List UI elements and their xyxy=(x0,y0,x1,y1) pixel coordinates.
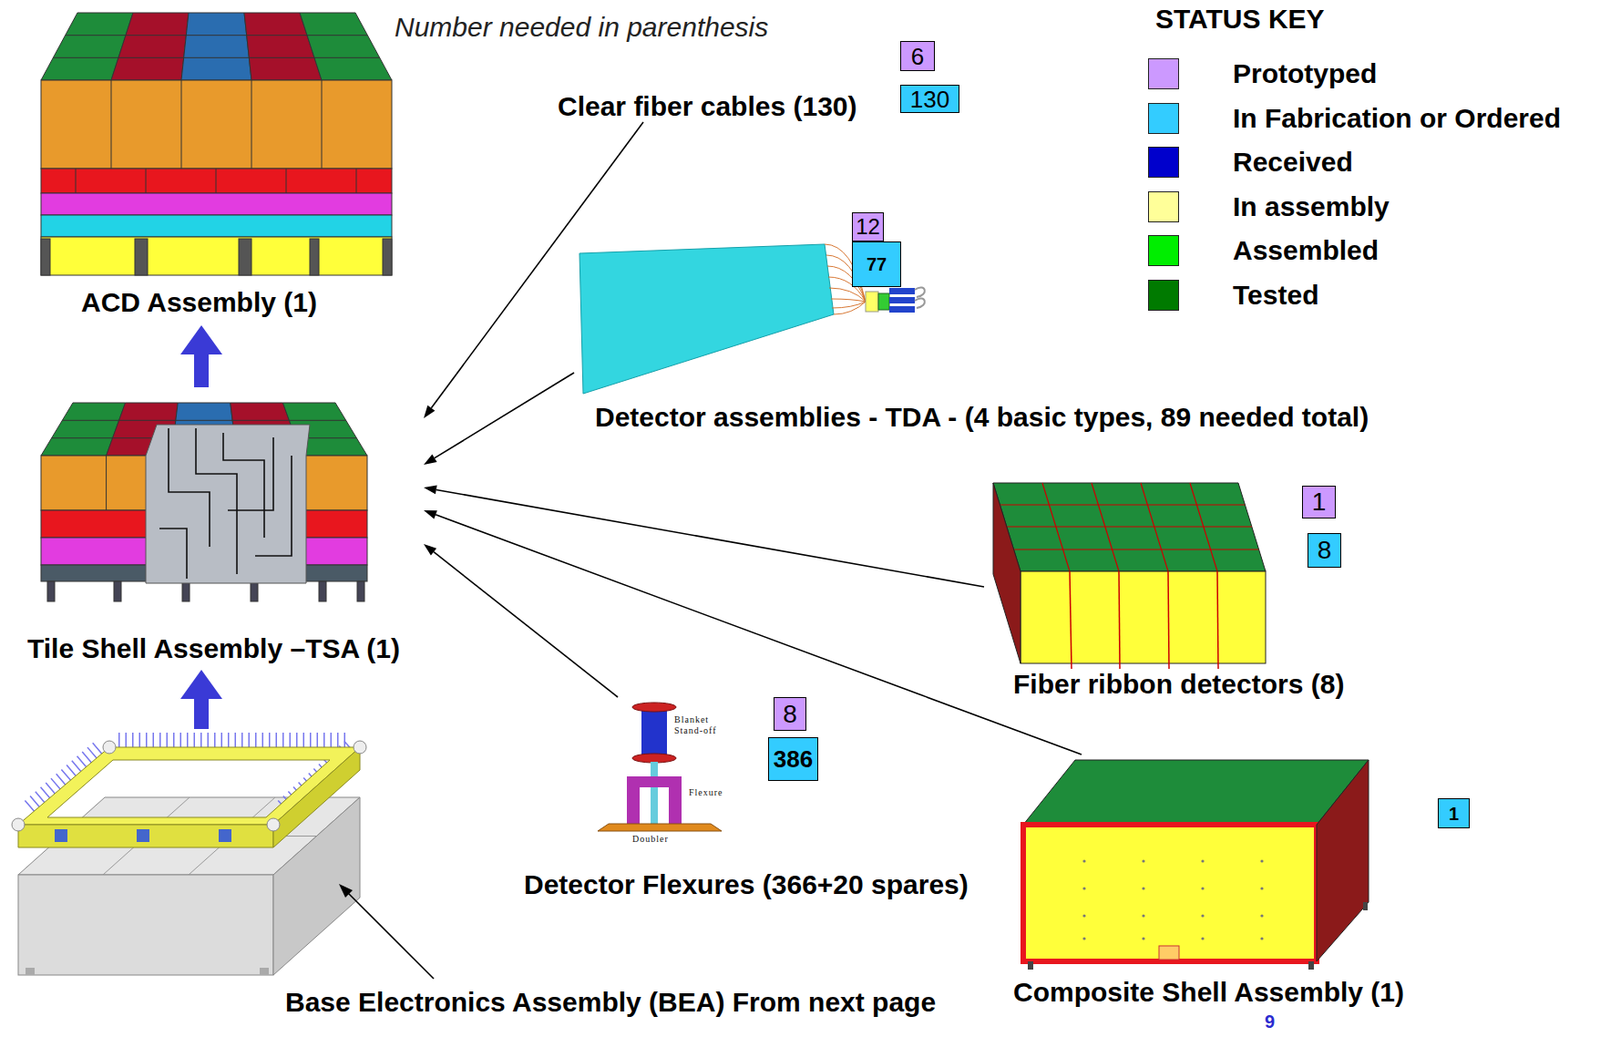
component-block: Composite Shell Assembly (1) xyxy=(1006,754,1436,1010)
component-caption: Fiber ribbon detectors (8) xyxy=(1013,668,1344,700)
legend-swatch xyxy=(1148,146,1180,178)
component-block: Base Electronics Assembly (BEA) From nex… xyxy=(7,728,365,985)
legend-swatch xyxy=(1148,235,1180,267)
legend-text: Received xyxy=(1232,146,1354,178)
status-count-box: 6 xyxy=(900,41,935,72)
legend-row: In Fabrication or Ordered xyxy=(1148,102,1561,134)
legend-text: Assembled xyxy=(1232,235,1379,267)
status-count-box: 8 xyxy=(1307,533,1342,568)
count-number: 8 xyxy=(1317,537,1333,564)
component-block: Clear fiber cables (130) xyxy=(557,91,862,123)
status-count-box: 12 xyxy=(851,212,884,242)
count-number: 1 xyxy=(1448,804,1459,823)
count-number: 1 xyxy=(1312,489,1327,515)
tda-illustration xyxy=(579,244,925,394)
note-text: Number needed in parenthesis xyxy=(394,11,769,43)
status-count-box: 77 xyxy=(851,241,902,288)
count-number: 8 xyxy=(782,701,798,728)
fiber-ribbon-illustration xyxy=(993,482,1266,669)
page-number: 9 xyxy=(1264,1011,1275,1032)
leader-arrow xyxy=(338,883,434,979)
bea-illustration xyxy=(11,739,367,975)
part-label: Flexure xyxy=(688,787,724,799)
legend-row: In assembly xyxy=(1148,191,1390,223)
legend-swatch xyxy=(1148,191,1180,223)
component-block: Detector Flexures (366+20 spares) xyxy=(519,697,1003,903)
connector-arrow xyxy=(436,489,985,587)
component-block: Tile Shell Assembly –TSA (1) xyxy=(4,387,424,670)
legend-row: Prototyped xyxy=(1148,58,1377,90)
count-number: 130 xyxy=(910,87,950,112)
tsa-illustration xyxy=(41,402,368,602)
component-caption: Detector Flexures (366+20 spares) xyxy=(523,869,969,901)
legend-heading: STATUS KEY xyxy=(1155,3,1325,35)
assembly-flow-arrow xyxy=(194,354,209,388)
component-caption: ACD Assembly (1) xyxy=(81,287,318,318)
legend-swatch xyxy=(1148,279,1180,311)
component-caption: Detector assemblies - TDA - (4 basic typ… xyxy=(594,401,1369,433)
component-block: ACD Assembly (1) xyxy=(36,4,411,326)
status-count-box: 386 xyxy=(768,737,819,781)
status-count-box: 8 xyxy=(773,697,807,731)
assembly-flow-arrow xyxy=(194,698,209,729)
legend-row: Received xyxy=(1148,146,1354,178)
status-count-box: 1 xyxy=(1302,485,1336,519)
legend-swatch xyxy=(1148,58,1180,90)
legend-text: In Fabrication or Ordered xyxy=(1232,102,1561,134)
count-number: 77 xyxy=(866,255,887,274)
component-caption: Tile Shell Assembly –TSA (1) xyxy=(27,633,400,665)
count-number: 386 xyxy=(773,747,813,771)
component-caption: Clear fiber cables (130) xyxy=(557,91,858,123)
connector-arrow xyxy=(430,122,644,409)
legend-swatch xyxy=(1148,102,1180,134)
legend-row: Tested xyxy=(1148,279,1319,311)
legend-text: Tested xyxy=(1232,279,1319,311)
legend-row: Assembled xyxy=(1148,235,1379,267)
part-label: Doubler xyxy=(632,833,669,845)
count-number: 12 xyxy=(855,215,881,238)
status-count-box: 130 xyxy=(900,84,960,113)
legend-text: In assembly xyxy=(1232,191,1390,223)
component-caption: Base Electronics Assembly (BEA) From nex… xyxy=(285,986,936,1018)
component-caption: Composite Shell Assembly (1) xyxy=(1013,976,1405,1008)
composite-shell-illustration xyxy=(1023,759,1369,970)
acd-illustration xyxy=(41,12,392,276)
count-number: 6 xyxy=(911,44,924,69)
status-count-box: 1 xyxy=(1437,798,1470,829)
connector-arrow xyxy=(433,552,618,698)
part-label: Blanket Stand-off xyxy=(674,714,731,737)
connector-arrow xyxy=(434,372,575,459)
legend-text: Prototyped xyxy=(1232,58,1377,90)
connector-arrow xyxy=(435,514,1082,755)
